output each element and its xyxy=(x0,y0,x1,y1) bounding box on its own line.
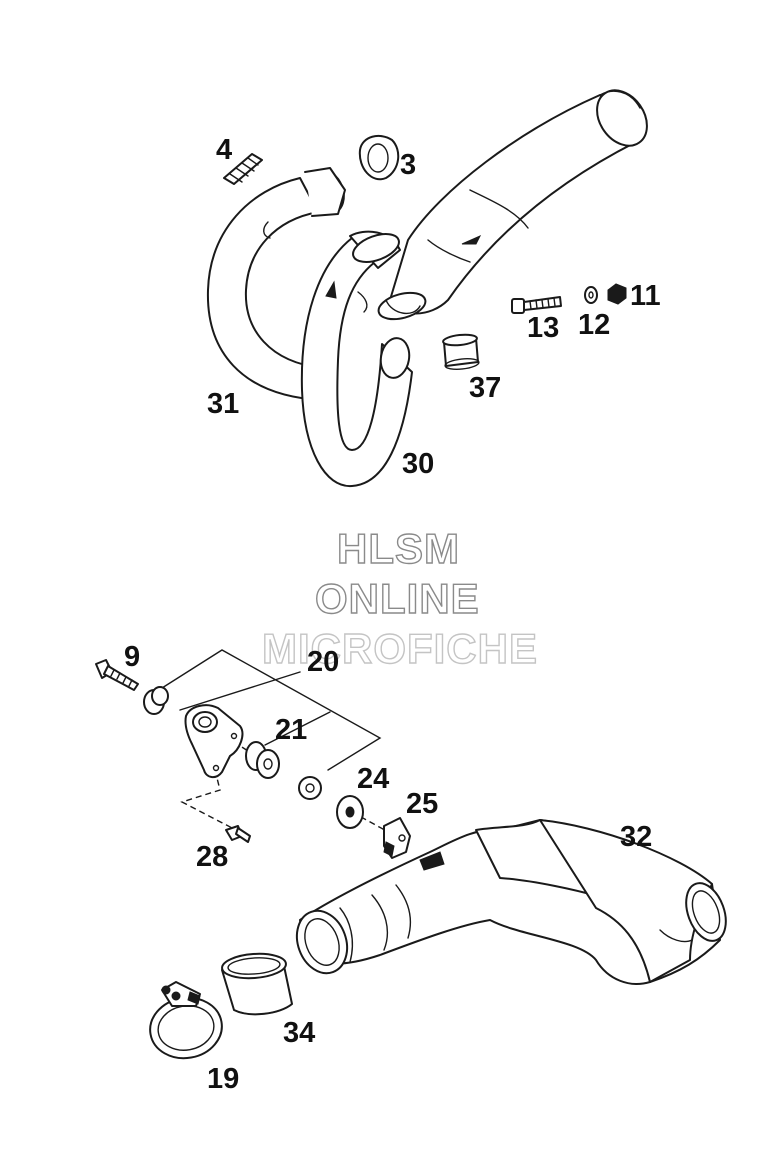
callout-37: 37 xyxy=(469,372,502,404)
watermark-line-3: MICROFICHE xyxy=(261,625,538,672)
sleeve-37 xyxy=(442,333,480,370)
washer-12 xyxy=(584,286,598,304)
callout-21: 21 xyxy=(275,714,308,746)
sleeve-34 xyxy=(221,952,293,1016)
nut-11 xyxy=(607,283,627,305)
callout-31: 31 xyxy=(207,388,240,420)
clamp-19 xyxy=(149,981,223,1060)
bracket-20 xyxy=(184,704,244,778)
grommet-21 xyxy=(245,741,280,779)
front-pipe-body xyxy=(325,89,648,321)
bolt-28 xyxy=(225,825,251,843)
callout-9: 9 xyxy=(124,641,141,673)
callout-30: 30 xyxy=(402,448,435,480)
silencer-32 xyxy=(295,819,727,985)
callout-25: 25 xyxy=(406,788,439,820)
bolt-9 xyxy=(95,659,139,691)
washer-24 xyxy=(336,795,364,829)
bolt-13 xyxy=(511,296,562,314)
watermark-line-2: ONLINE xyxy=(314,575,480,622)
callout-12: 12 xyxy=(578,309,611,341)
callout-32: 32 xyxy=(620,821,653,853)
watermark-line-1: HLSM xyxy=(336,525,460,572)
callout-19: 19 xyxy=(207,1063,240,1095)
callout-11: 11 xyxy=(630,280,661,312)
gasket-3 xyxy=(358,134,400,181)
bushing-9 xyxy=(143,686,169,715)
clip-nut-25 xyxy=(383,817,411,859)
callout-28: 28 xyxy=(196,841,229,873)
header-pipe-30 xyxy=(300,230,413,488)
callout-20: 20 xyxy=(307,646,340,678)
callout-13: 13 xyxy=(527,312,560,344)
callout-4: 4 xyxy=(216,134,233,166)
callout-24: 24 xyxy=(357,763,390,795)
callout-3: 3 xyxy=(400,149,417,181)
spring-4 xyxy=(223,153,263,185)
callout-34: 34 xyxy=(283,1017,316,1049)
washer-small xyxy=(298,776,322,800)
